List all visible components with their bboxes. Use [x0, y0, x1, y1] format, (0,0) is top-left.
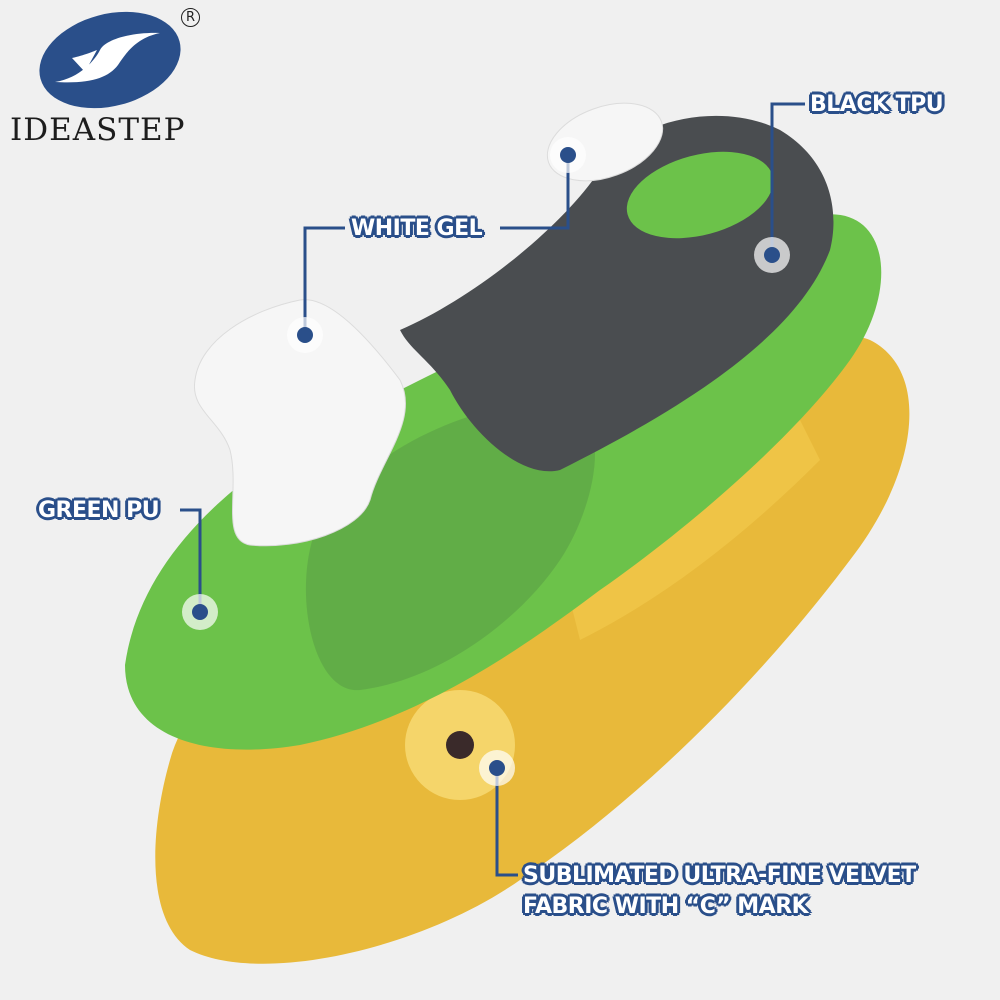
- marker-dot: [192, 604, 208, 620]
- leader-black-tpu: [770, 102, 805, 255]
- cartoon-eye: [446, 731, 474, 759]
- marker-dot: [764, 247, 780, 263]
- brand-name: IDEASTEP: [10, 112, 186, 148]
- marker-dot: [297, 327, 313, 343]
- marker-dot: [560, 147, 576, 163]
- fabric-pattern: [560, 420, 820, 640]
- label-fabric-line1: SUBLIMATED ULTRA-FINE VELVET: [523, 863, 916, 888]
- leader-white-gel-forefoot: [303, 226, 345, 335]
- leader-white-gel-heel: [500, 155, 570, 230]
- white-gel-forefoot: [193, 299, 406, 547]
- label-green-pu: GREEN PU: [38, 498, 160, 523]
- leader-fabric: [495, 768, 518, 877]
- leader-lines: [180, 102, 805, 877]
- registered-mark: R: [181, 8, 200, 27]
- label-black-tpu: BLACK TPU: [810, 92, 944, 117]
- label-fabric-line2: FABRIC WITH “C” MARK: [523, 894, 809, 919]
- leader-green-pu: [180, 508, 202, 612]
- brand-logo-swoosh: [55, 32, 160, 83]
- marker-dot: [489, 760, 505, 776]
- label-white-gel: WHITE GEL: [351, 216, 483, 241]
- tpu-heel-hole: [626, 151, 774, 239]
- marker-dots: [182, 137, 790, 786]
